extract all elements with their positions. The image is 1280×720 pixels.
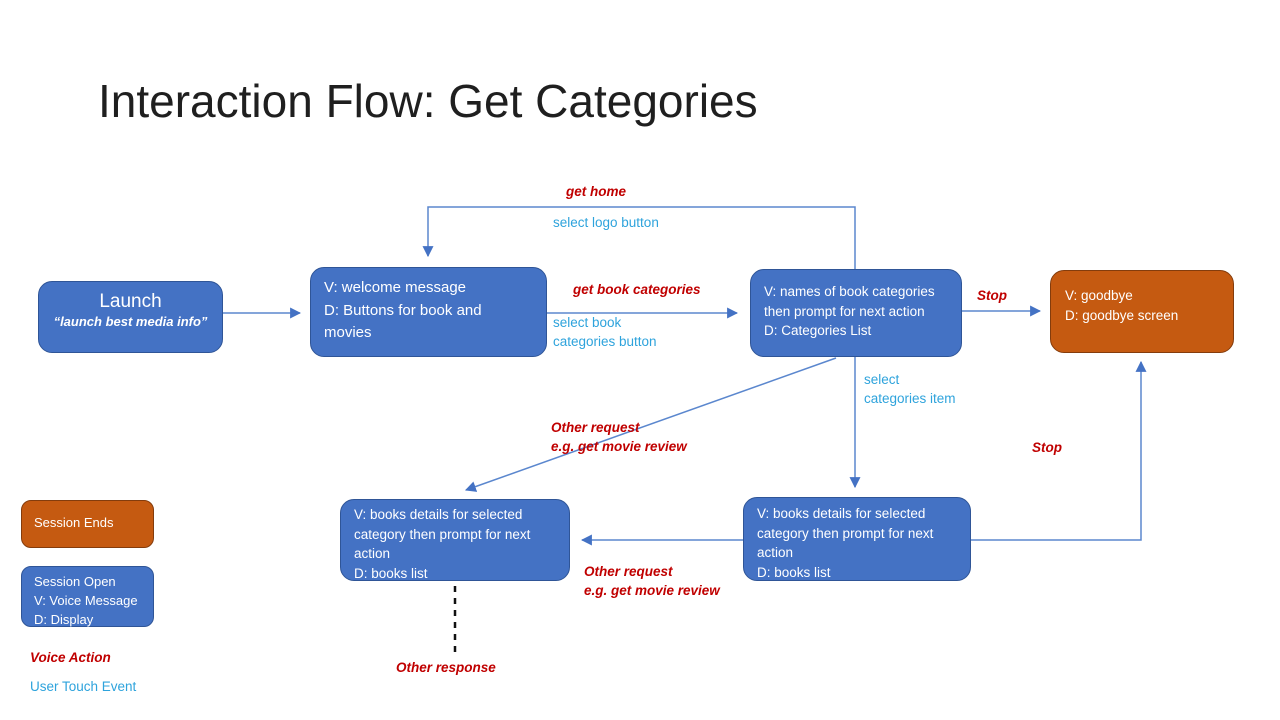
- node-book-categories: V: names of book categories then prompt …: [750, 269, 962, 357]
- launch-subtitle: “launch best media info”: [53, 314, 208, 329]
- legend-voice-action-label: Voice Action: [30, 650, 111, 665]
- label-select-categories-item: select categories item: [864, 372, 956, 406]
- legend-session-ends: Session Ends: [21, 500, 154, 548]
- node-goodbye: V: goodbye D: goodbye screen: [1050, 270, 1234, 353]
- node-books-details-left: V: books details for selected category t…: [340, 499, 570, 581]
- node-books-details-right: V: books details for selected category t…: [743, 497, 971, 581]
- label-other-response: Other response: [396, 660, 496, 675]
- label-other-request-mid: Other request e.g. get movie review: [551, 420, 687, 454]
- label-select-book-categories-button: select book categories button: [553, 315, 657, 349]
- label-get-home: get home: [566, 184, 627, 199]
- arrow-books-right-stop-to-goodbye: [971, 360, 1147, 541]
- label-select-logo-button: select logo button: [553, 215, 659, 230]
- node-launch: Launch “launch best media info”: [38, 281, 223, 353]
- arrow-get-home-loop: [422, 206, 856, 269]
- label-stop-top: Stop: [977, 288, 1007, 303]
- page-title: Interaction Flow: Get Categories: [98, 75, 758, 127]
- label-other-request-bottom: Other request e.g. get movie review: [584, 564, 720, 598]
- label-stop-right: Stop: [1032, 440, 1062, 455]
- label-get-book-categories: get book categories: [573, 282, 701, 297]
- arrow-categories-to-books-left: [464, 357, 837, 492]
- legend-user-touch-event-label: User Touch Event: [30, 679, 137, 694]
- legend-session-open: Session Open V: Voice Message D: Display: [21, 566, 154, 627]
- launch-title: Launch: [99, 291, 162, 312]
- node-welcome-message: V: welcome message D: Buttons for book a…: [310, 267, 547, 357]
